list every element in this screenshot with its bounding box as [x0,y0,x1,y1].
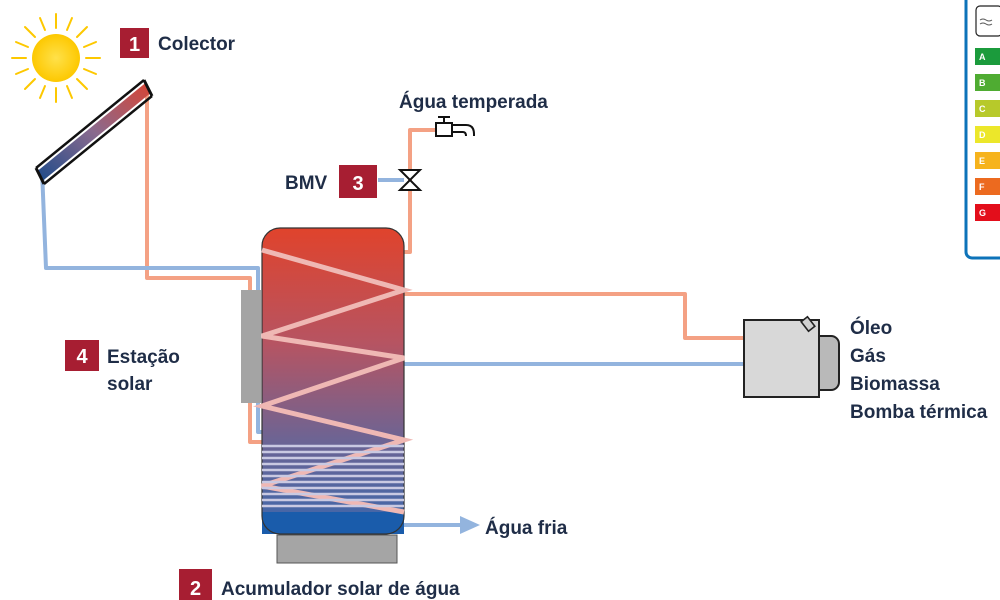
storage-tank [252,227,414,564]
fuel-oil-label: Óleo [850,317,892,339]
mixing-valve-icon [397,169,423,191]
badge-3-number: 3 [352,173,363,195]
solar-station [241,290,261,403]
tank-label: Acumulador solar de água [221,579,460,600]
energy-class-e: E [979,156,985,166]
energy-label: A B C D E F G [964,0,1000,260]
energy-class-b: B [979,78,986,88]
collector-hot-pipe [145,88,252,292]
station-hot-lower-pipe [248,402,262,444]
energy-class-g: G [979,208,986,218]
station-label-line2: solar [107,374,153,395]
cold-water-label: Água fria [485,517,568,539]
badge-4-number: 4 [76,346,88,368]
energy-class-c: C [979,104,986,114]
tap-icon [435,116,475,137]
collector-cold-pipe [40,169,260,292]
fuel-biomass-label: Biomassa [850,374,940,395]
badge-1-number: 1 [129,34,140,56]
energy-class-f: F [979,182,985,192]
badge-2-box [179,569,212,600]
badge-1-box [120,28,149,58]
energy-class-a: A [979,52,986,62]
boiler-hot-pipe [404,292,744,340]
collector-label: Colector [158,34,236,55]
sun-icon [11,13,101,103]
station-label-line1: Estação [107,347,180,368]
bmv-label: BMV [285,173,328,194]
tank-base [276,534,398,564]
badge-4-box [65,340,99,371]
fuel-heat-pump-label: Bomba térmica [850,402,988,423]
upper-heat-exchanger [252,247,414,515]
boiler-icon [743,315,840,398]
solar-collector [34,79,154,185]
tempered-water-label: Água temperada [399,91,548,113]
lower-heat-exchanger [262,444,404,508]
badge-2-number: 2 [190,578,201,600]
energy-class-d: D [979,130,986,140]
badge-3-box [339,165,377,198]
fuel-gas-label: Gás [850,346,886,367]
cold-water-arrow-icon [460,516,480,534]
